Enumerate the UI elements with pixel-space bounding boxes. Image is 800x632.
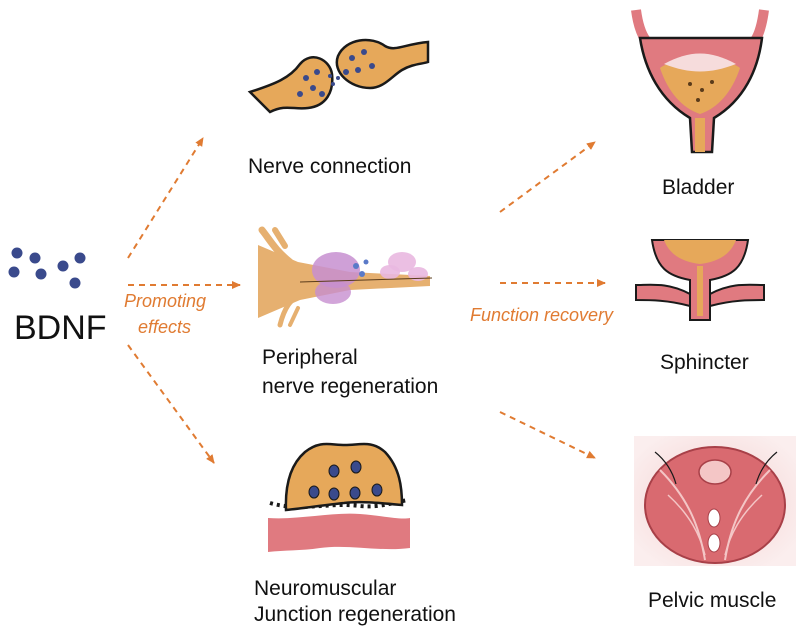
bladder-label: Bladder (662, 176, 735, 199)
nerve-connection-label: Nerve connection (248, 155, 412, 178)
synapse-icon (247, 38, 430, 114)
sphincter-icon (635, 239, 765, 321)
arrow-to-nerve-connection (127, 137, 204, 259)
promoting-label-line2: effects (138, 317, 192, 337)
arrow-to-bladder (499, 141, 596, 213)
nmj-label-line1: Neuromuscular (254, 577, 397, 600)
peripheral-label-line1: Peripheral (262, 346, 358, 369)
arrow-to-nmj (127, 344, 215, 464)
function-recovery-label: Function recovery (470, 305, 614, 325)
bdnf-molecules-icon (8, 247, 86, 289)
nerve-regeneration-icon (258, 226, 433, 328)
neuromuscular-junction-icon (268, 442, 410, 552)
pelvic-muscle-icon (634, 436, 796, 566)
bladder-icon (631, 9, 769, 154)
promoting-label-line1: Promoting (124, 291, 207, 311)
peripheral-label-line2: nerve regeneration (262, 375, 439, 398)
bdnf-label: BDNF (14, 309, 107, 347)
recovery-arrows (499, 141, 606, 459)
sphincter-label: Sphincter (660, 351, 749, 374)
promoting-arrows (127, 137, 241, 464)
nmj-label-line2: Junction regeneration (254, 603, 456, 626)
pelvic-muscle-label: Pelvic muscle (648, 589, 777, 612)
arrow-to-pelvic-muscle (499, 411, 596, 459)
